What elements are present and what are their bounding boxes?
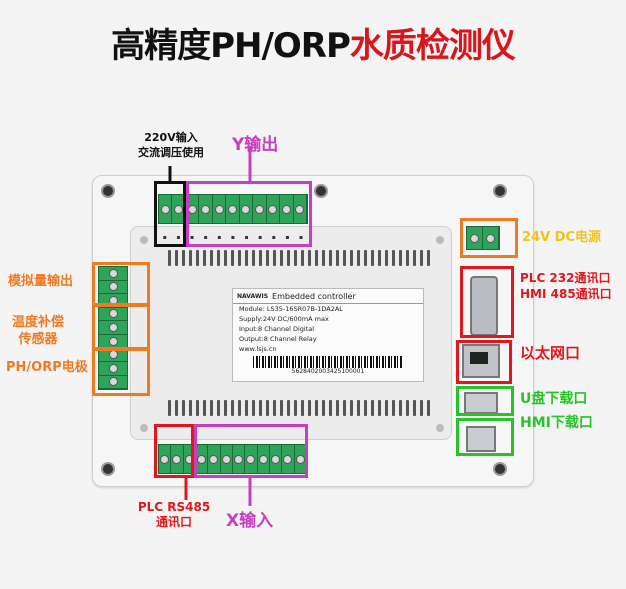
box-db9-port bbox=[460, 266, 514, 338]
screw-top-mid bbox=[314, 184, 328, 198]
label-220v: 220V输入 交流调压使用 bbox=[128, 130, 214, 160]
panel-hole bbox=[436, 236, 444, 244]
terminal-pin-labels-top: ▪▪▪▪▪▪▪▪▪▪▪ bbox=[162, 234, 304, 241]
label-u-disk: U盘下载口 bbox=[520, 391, 588, 407]
label-temp-comp: 温度补偿 传感器 bbox=[12, 314, 64, 348]
screw-bottom-right bbox=[493, 462, 507, 476]
label-temp-comp-line1: 温度补偿 bbox=[12, 315, 65, 330]
label-y-output: Y输出 bbox=[232, 135, 279, 155]
label-220v-line1: 220V输入 bbox=[144, 131, 198, 144]
sticker-brand: NAVAWIS bbox=[237, 292, 269, 300]
terminal-24v bbox=[466, 226, 500, 250]
title-part2: 水质检测仪 bbox=[349, 26, 516, 66]
panel-hole bbox=[436, 424, 444, 432]
db9-port[interactable] bbox=[470, 276, 498, 336]
label-hmi-download: HMI下载口 bbox=[520, 415, 593, 431]
label-analog-output: 模拟量输出 bbox=[8, 274, 74, 289]
screw-top-left bbox=[101, 184, 115, 198]
label-plc-rs485: PLC RS485 通讯口 bbox=[134, 500, 214, 530]
screw-bottom-left bbox=[101, 462, 115, 476]
sticker-heading: Embedded controller bbox=[272, 291, 356, 301]
vent-slots-bottom bbox=[168, 400, 430, 416]
page-title: 高精度PH/ORP水质检测仪 bbox=[0, 18, 626, 67]
box-hmi-download bbox=[456, 418, 514, 456]
vent-slots-top bbox=[168, 250, 430, 266]
box-220v-input bbox=[154, 181, 186, 247]
barcode bbox=[253, 356, 403, 368]
box-ethernet bbox=[456, 340, 512, 384]
box-plc-rs485 bbox=[154, 424, 194, 478]
label-ethernet: 以太网口 bbox=[520, 344, 581, 362]
box-24v-power bbox=[460, 218, 518, 258]
label-temp-comp-line2: 传感器 bbox=[18, 332, 58, 347]
sticker-model: Module: LS35-16SR07B-1DA2AL bbox=[239, 305, 343, 313]
usb-b-port[interactable] bbox=[466, 426, 496, 452]
label-plc-hmi-comm: PLC 232通讯口 HMI 485通讯口 bbox=[520, 270, 612, 302]
sticker-supply: Supply:24V DC/600mA max bbox=[239, 315, 329, 323]
panel-hole bbox=[140, 236, 148, 244]
sticker-website: www.lsjs.cn bbox=[239, 345, 277, 353]
title-part1: 高精度PH/ORP bbox=[111, 26, 351, 66]
label-rs485-line1: PLC RS485 bbox=[137, 500, 211, 514]
box-ph-orp-electrode bbox=[92, 348, 150, 396]
label-plc232: PLC 232通讯口 bbox=[520, 271, 611, 285]
sticker-output: Output:8 Channel Relay bbox=[239, 335, 317, 343]
label-hmi485: HMI 485通讯口 bbox=[520, 287, 612, 301]
label-x-input: X输入 bbox=[226, 511, 274, 531]
sticker-serial: 5628402003425100001 bbox=[291, 368, 365, 375]
label-24v-power: 24V DC电源 bbox=[522, 230, 602, 245]
label-rs485-line2: 通讯口 bbox=[155, 515, 192, 529]
box-x-input bbox=[194, 424, 308, 478]
sticker-input: Input:8 Channel Digital bbox=[239, 325, 315, 333]
terminal-block-left bbox=[98, 266, 128, 390]
label-ph-orp-electrode: PH/ORP电极 bbox=[6, 360, 88, 375]
ethernet-port[interactable] bbox=[462, 344, 500, 378]
screw-top-right bbox=[493, 184, 507, 198]
label-220v-line2: 交流调压使用 bbox=[138, 146, 204, 159]
box-usb-download bbox=[456, 386, 514, 416]
box-y-output bbox=[186, 181, 312, 247]
panel-hole bbox=[140, 424, 148, 432]
